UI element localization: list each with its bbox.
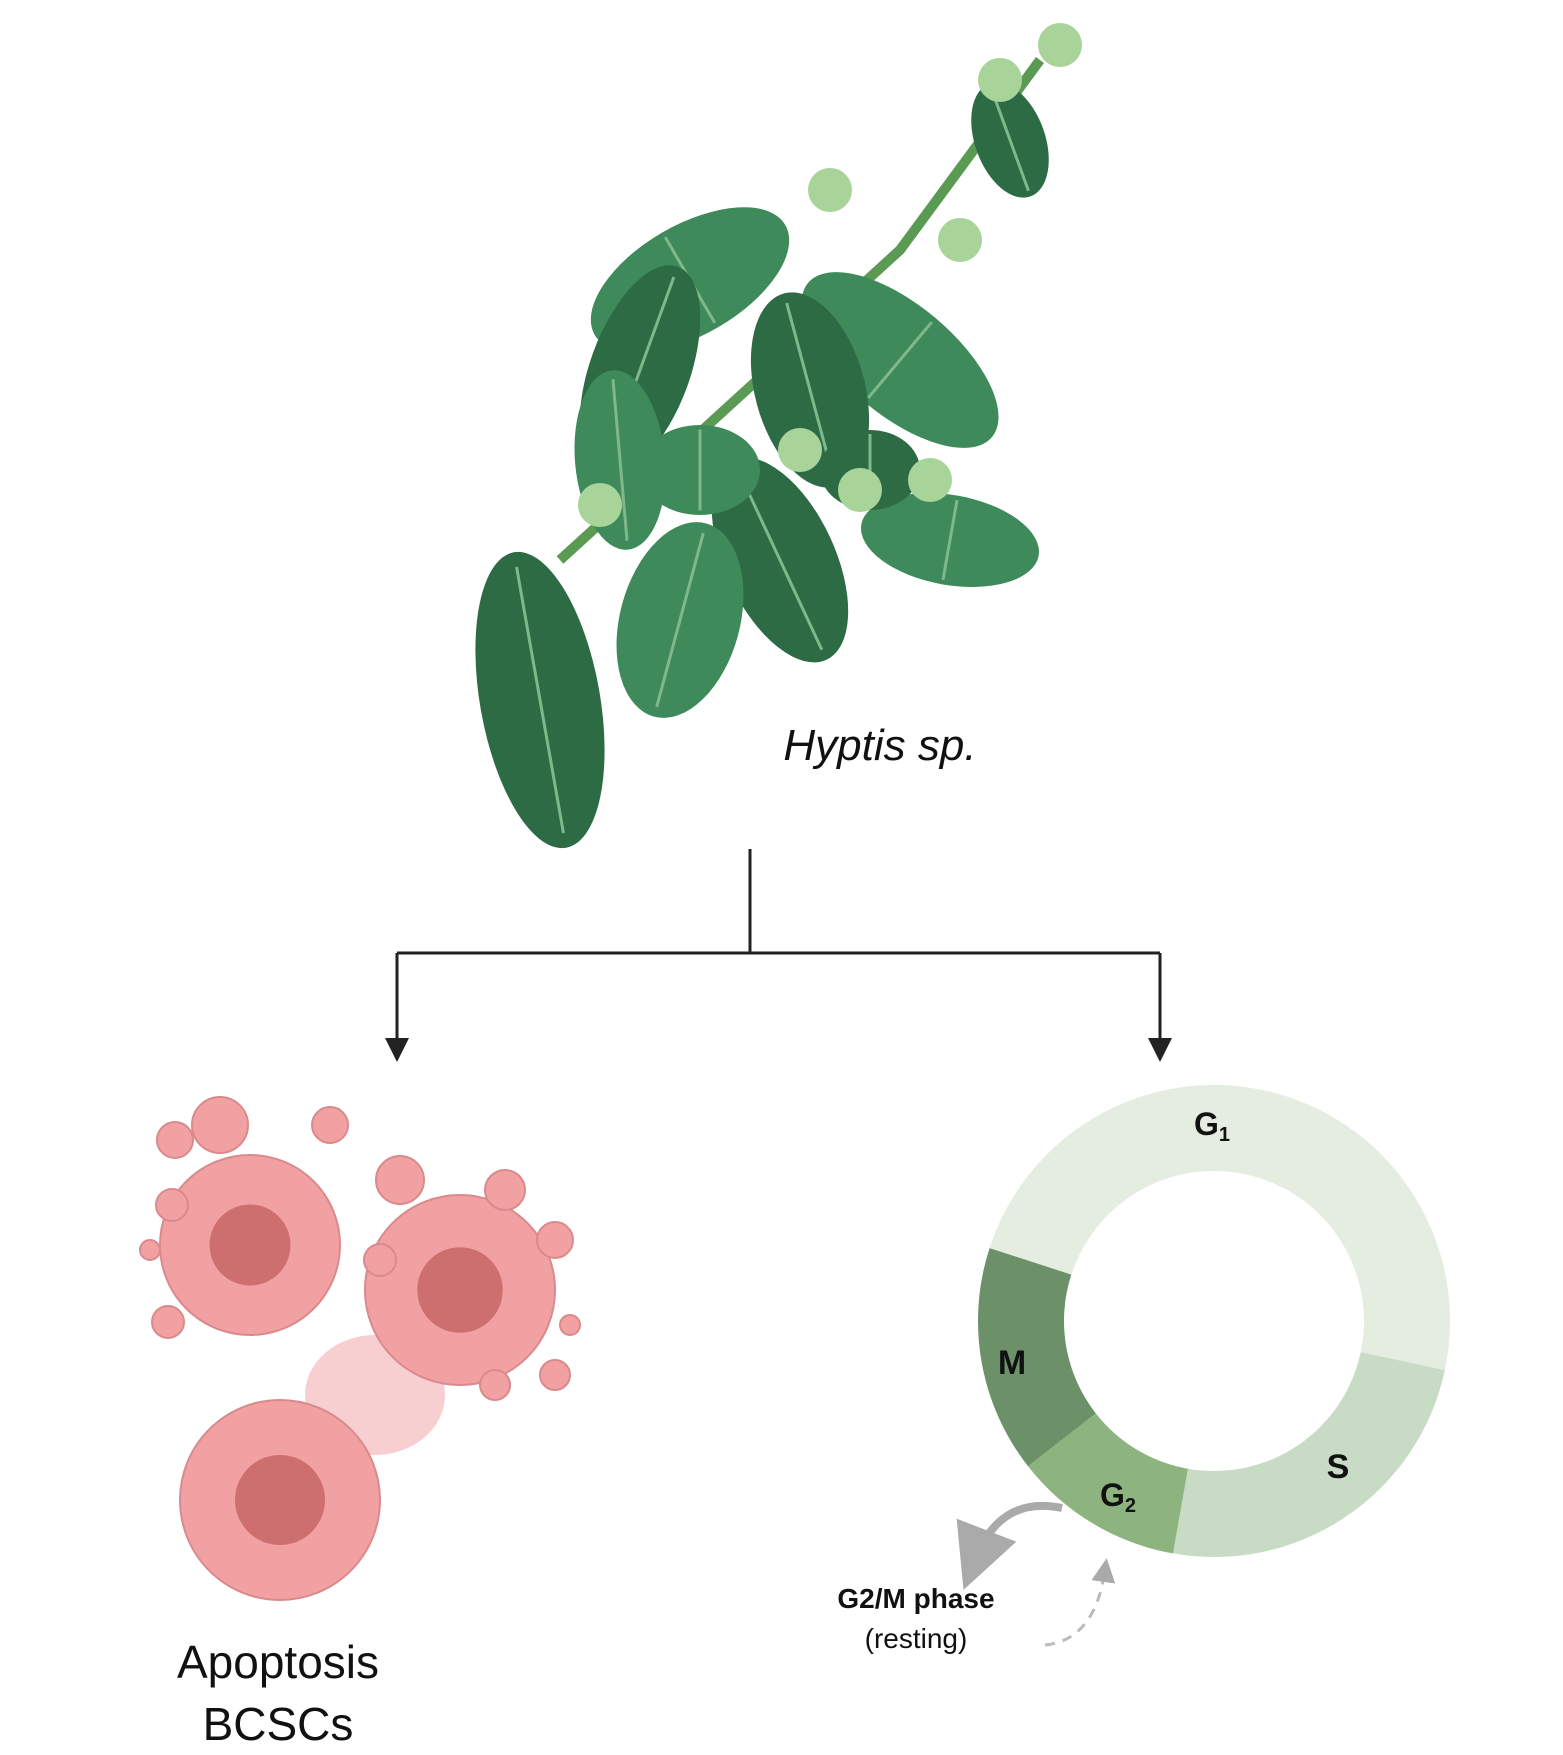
apoptotic-bleb — [536, 1221, 574, 1259]
apoptotic-bleb — [311, 1106, 349, 1144]
cell-cycle-ring — [977, 1085, 1450, 1557]
flower-head — [938, 218, 982, 262]
apoptotic-bleb — [139, 1239, 161, 1261]
apoptotic-bleb — [191, 1096, 249, 1154]
phase-label-g1: G1 — [1194, 1106, 1230, 1146]
exit-arrow-icon — [956, 1501, 1063, 1590]
phase-label-s: S — [1327, 1448, 1350, 1486]
bcscs-label: BCSCs — [203, 1698, 354, 1750]
leaf — [861, 493, 1039, 587]
apoptotic-bleb — [539, 1359, 571, 1391]
phase-label-m: M — [998, 1344, 1026, 1382]
cell-nucleus — [417, 1247, 503, 1333]
apoptotic-bleb — [155, 1188, 189, 1222]
flower-head — [778, 428, 822, 472]
flower-head — [978, 58, 1022, 102]
apoptotic-bleb — [151, 1305, 185, 1339]
leaf — [616, 522, 744, 718]
arrow-down-icon-left — [385, 1038, 409, 1062]
hyptis-plant-image — [475, 23, 1082, 849]
leaf — [711, 457, 849, 663]
phase-segment-g1 — [989, 1085, 1450, 1371]
branch-connector — [395, 849, 1162, 1040]
leaf — [475, 551, 605, 849]
apoptotic-bleb — [484, 1169, 526, 1211]
apoptotic-bleb — [375, 1155, 425, 1205]
reentry-dashed-arrow-icon — [1044, 1558, 1116, 1647]
apoptotic-bleb — [363, 1243, 397, 1277]
flower-head — [578, 483, 622, 527]
flower-head — [1038, 23, 1082, 67]
flower-head — [908, 458, 952, 502]
apoptotic-bleb — [479, 1369, 511, 1401]
phase-label-g2: G2 — [1100, 1477, 1136, 1517]
arrow-down-icon-right — [1148, 1038, 1172, 1062]
phase-segment-g2 — [1028, 1413, 1188, 1554]
leaf — [971, 82, 1049, 198]
resting-label: (resting) — [865, 1623, 968, 1654]
phase-segment-s — [1173, 1352, 1445, 1557]
cell-nucleus — [235, 1455, 325, 1545]
g2m-phase-label: G2/M phase — [837, 1583, 994, 1614]
apoptotic-cells-image — [139, 1096, 581, 1601]
phase-segment-m — [977, 1248, 1096, 1467]
leaf — [801, 272, 999, 448]
plant-name-label: Hyptis sp. — [783, 721, 976, 770]
leaf — [640, 425, 760, 515]
cell-nucleus — [209, 1204, 291, 1286]
flower-head — [838, 468, 882, 512]
apoptotic-bleb — [559, 1314, 581, 1336]
apoptosis-label: Apoptosis — [177, 1636, 379, 1688]
flower-head — [808, 168, 852, 212]
apoptotic-bleb — [156, 1121, 194, 1159]
